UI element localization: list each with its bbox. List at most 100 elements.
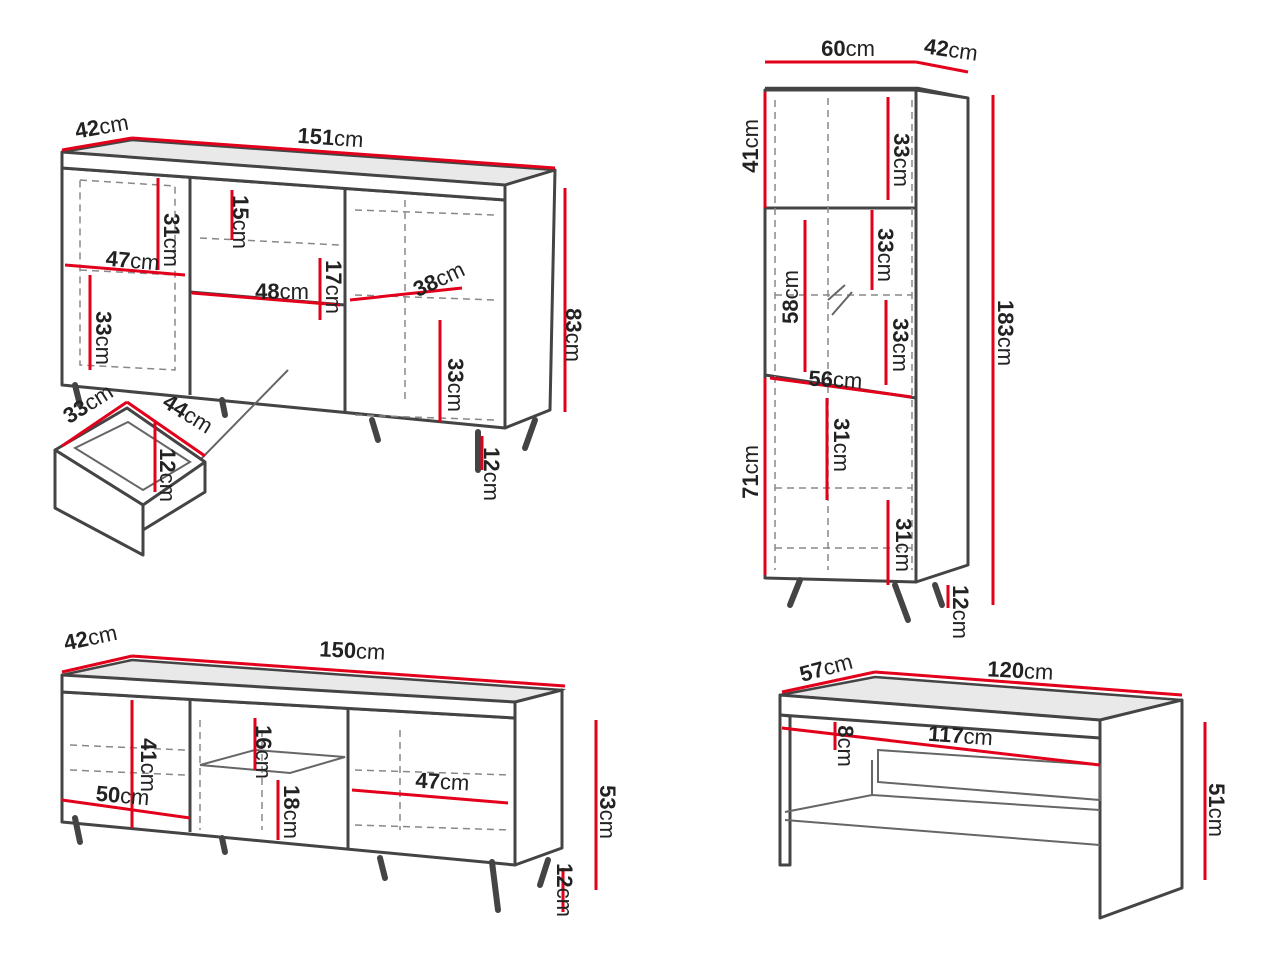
dimension-unit: cm <box>829 443 854 472</box>
cabinet-glass-lower-label: 33cm <box>888 318 913 372</box>
dimension-value: 31 <box>159 213 184 237</box>
cabinet-inner-width-label: 56cm <box>808 366 863 394</box>
cabinet-glass-upper-label: 33cm <box>873 228 898 282</box>
dimension-value: 47 <box>105 246 132 273</box>
sideboard-depth-label: 42cm <box>73 110 130 144</box>
dimension-unit: cm <box>889 158 914 187</box>
dimension-value: 120 <box>987 656 1025 683</box>
dimension-value: 41 <box>738 148 763 172</box>
tv-stand-height-label: 53cm <box>595 785 620 839</box>
cabinet-width-label: 60cm <box>821 36 875 61</box>
dimension-unit: cm <box>443 383 468 412</box>
sideboard-drawing <box>53 136 567 557</box>
dimension-value: 12 <box>948 585 973 609</box>
dimension-unit: cm <box>833 737 858 766</box>
sideboard-width-label: 151cm <box>297 123 365 153</box>
dimension-value: 33 <box>889 133 914 157</box>
coffee-table-drawing <box>778 670 1207 920</box>
dimension-value: 12 <box>552 863 577 887</box>
cabinet-bottom-section-label: 71cm <box>738 445 763 499</box>
dimension-value: 12 <box>479 447 504 471</box>
tv-stand-drawing <box>60 654 598 913</box>
dimension-unit: cm <box>251 750 276 779</box>
dimension-unit: cm <box>333 125 364 152</box>
dimension-unit: cm <box>136 763 161 792</box>
dimension-unit: cm <box>738 119 763 148</box>
dimension-value: 56 <box>808 366 834 392</box>
tv-stand-middle-upper-label: 16cm <box>251 725 276 779</box>
sideboard-middle-width-label: 48cm <box>255 279 309 304</box>
dimension-unit: cm <box>129 248 160 275</box>
dimension-unit: cm <box>280 279 309 304</box>
sideboard-left-upper-label: 31cm <box>159 213 184 267</box>
cabinet-depth-label: 42cm <box>923 33 980 65</box>
tv-stand-left-width-label: 50cm <box>95 781 151 811</box>
dimension-unit: cm <box>1204 808 1229 837</box>
dimension-unit: cm <box>595 810 620 839</box>
tall-cabinet-drawing <box>763 60 995 623</box>
dimension-unit: cm <box>439 769 470 796</box>
dimension-value: 33 <box>873 228 898 252</box>
sideboard-middle-lower-label: 17cm <box>321 260 346 314</box>
cabinet-height-label: 183cm <box>993 300 1018 366</box>
dimension-value: 8 <box>833 725 858 737</box>
dimension-value: 16 <box>251 725 276 749</box>
dimension-unit: cm <box>159 238 184 267</box>
cabinet-bottom-lower-label: 31cm <box>891 518 916 572</box>
cabinet-glass-section-label: 58cm <box>778 270 803 324</box>
tv-stand-left-height-label: 41cm <box>136 738 161 792</box>
dimension-unit: cm <box>888 343 913 372</box>
drawer-height-label: 12cm <box>155 448 180 502</box>
dimension-unit: cm <box>993 337 1018 366</box>
dimension-unit: cm <box>561 333 586 362</box>
sideboard-height-label: 83cm <box>561 308 586 362</box>
dimension-value: 15 <box>228 195 253 219</box>
tv-stand-leg-label: 12cm <box>552 863 577 917</box>
dimension-value: 42 <box>62 626 91 656</box>
dimension-value: 117 <box>927 721 964 748</box>
dimension-value: 47 <box>415 768 441 794</box>
dimension-unit: cm <box>479 472 504 501</box>
dimension-unit: cm <box>155 473 180 502</box>
sideboard-left-shelf-width-label: 47cm <box>105 246 161 276</box>
dimension-unit: cm <box>1023 658 1054 685</box>
dimension-value: 58 <box>778 299 803 323</box>
dimension-unit: cm <box>279 810 304 839</box>
dimension-value: 51 <box>1204 783 1229 807</box>
dimension-value: 17 <box>321 260 346 284</box>
tv-stand-width-label: 150cm <box>319 636 386 664</box>
dimension-value: 183 <box>993 300 1018 337</box>
dimension-unit: cm <box>873 253 898 282</box>
dimension-unit: cm <box>778 270 803 299</box>
dimension-unit: cm <box>820 649 855 681</box>
dimension-unit: cm <box>119 783 150 810</box>
coffee-table-shelf-width-label: 117cm <box>927 721 993 750</box>
dimension-unit: cm <box>355 638 386 665</box>
sideboard-middle-top-label: 15cm <box>228 195 253 249</box>
dimension-unit: cm <box>85 620 119 651</box>
dimension-value: 41 <box>136 738 161 762</box>
dimension-value: 83 <box>561 308 586 332</box>
dimension-value: 53 <box>595 785 620 809</box>
tv-stand-right-width-label: 47cm <box>415 768 470 796</box>
dimension-value: 50 <box>95 781 122 808</box>
cabinet-bottom-upper-label: 31cm <box>829 418 854 472</box>
tv-stand-middle-lower-label: 18cm <box>279 785 304 839</box>
dimension-value: 33 <box>91 311 116 335</box>
dimension-value: 71 <box>738 474 763 498</box>
sideboard-left-lower-label: 33cm <box>91 311 116 365</box>
dimension-value: 42 <box>923 33 951 61</box>
coffee-table-shelf-gap-label: 8cm <box>833 725 858 767</box>
tv-stand-depth-label: 42cm <box>62 620 120 656</box>
dimension-value: 33 <box>443 358 468 382</box>
dimension-value: 42 <box>73 115 101 144</box>
dimension-value: 150 <box>319 636 357 663</box>
dimension-unit: cm <box>97 110 130 140</box>
dimension-unit: cm <box>846 36 875 61</box>
dimension-value: 33 <box>888 318 913 342</box>
dimension-value: 60 <box>821 36 845 61</box>
dimension-unit: cm <box>891 543 916 572</box>
dimension-value: 18 <box>279 785 304 809</box>
dimension-unit: cm <box>91 336 116 365</box>
